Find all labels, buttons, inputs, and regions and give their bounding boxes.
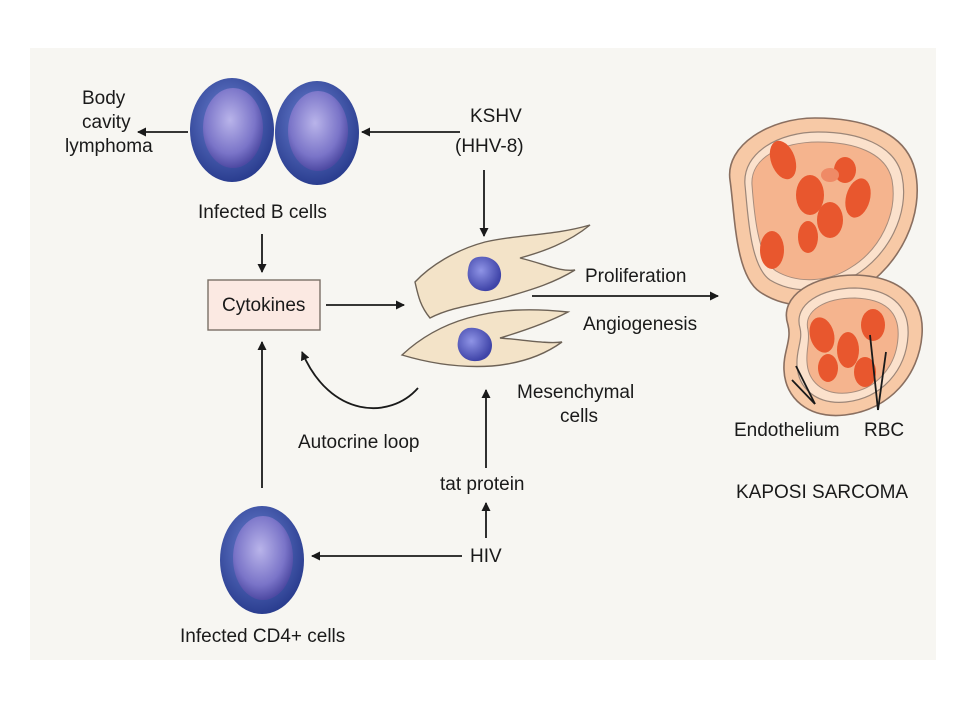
infected-b-cells-label: Infected B cells [198, 202, 327, 223]
mesenchymal-label-2: cells [560, 406, 598, 427]
lymphocyte-icon [190, 78, 274, 182]
hiv-label: HIV [470, 546, 502, 567]
autocrine-loop-label: Autocrine loop [298, 432, 419, 453]
red-blood-cell-icon [809, 309, 885, 387]
body-cavity-label-1: Body [82, 88, 126, 109]
cytokines-label: Cytokines [222, 295, 305, 316]
proliferation-label: Proliferation [585, 266, 686, 287]
kaposi-sarcoma-label: KAPOSI SARCOMA [736, 482, 908, 503]
body-cavity-label-3: lymphoma [65, 136, 153, 157]
kshv-label: KSHV [470, 106, 522, 127]
hhv8-label: (HHV-8) [455, 136, 524, 157]
red-blood-cell-icon [760, 140, 871, 269]
mesenchymal-cell-icon [414, 224, 591, 319]
lymphocyte-icon [275, 81, 359, 185]
mesenchymal-cell-icon [400, 309, 571, 368]
arrow-icon [137, 127, 887, 561]
infected-cd4-cells-label: Infected CD4+ cells [180, 626, 345, 647]
mesenchymal-label-1: Mesenchymal [517, 382, 634, 403]
cytokines-box [207, 279, 321, 331]
tat-protein-label: tat protein [440, 474, 525, 495]
lymphocyte-icon [220, 506, 304, 614]
rbc-label: RBC [864, 420, 904, 441]
endothelium-label: Endothelium [734, 420, 840, 441]
body-cavity-label-2: cavity [82, 112, 131, 133]
ghost-text [0, 0, 1, 1]
angiogenesis-label: Angiogenesis [583, 314, 697, 335]
